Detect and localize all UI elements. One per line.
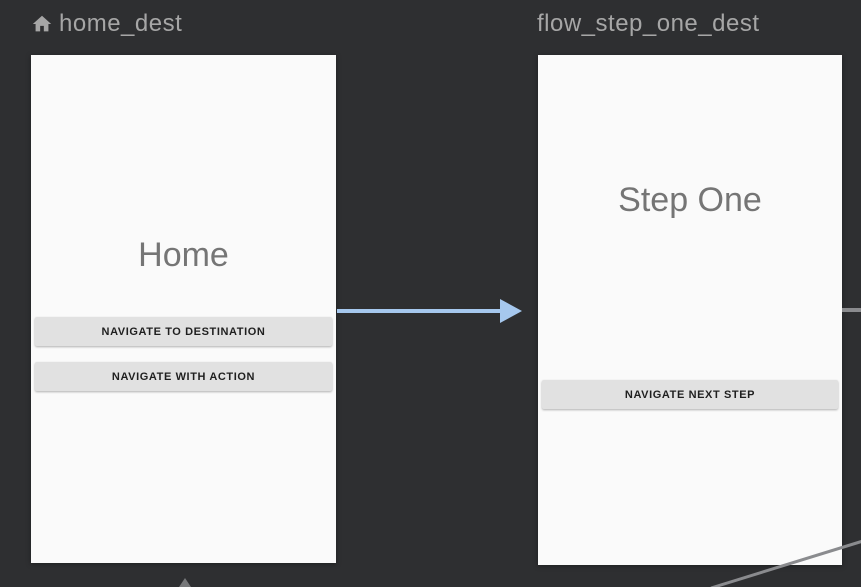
destination-card-flow-step-one[interactable]: Step One NAVIGATE NEXT STEP [538, 55, 842, 565]
home-icon-svg [32, 15, 52, 32]
incoming-edge-arrowhead-bottom[interactable] [179, 578, 191, 587]
navigate-to-destination-button: NAVIGATE TO DESTINATION [35, 317, 332, 346]
destination-header-flow-step-one[interactable]: flow_step_one_dest [537, 10, 760, 38]
screen-title-step-one: Step One [618, 181, 762, 219]
navigate-with-action-button: NAVIGATE WITH ACTION [35, 362, 332, 391]
destination-header-home[interactable]: home_dest [31, 10, 182, 38]
home-icon [31, 13, 53, 35]
destination-card-home[interactable]: Home NAVIGATE TO DESTINATION NAVIGATE WI… [31, 55, 336, 563]
destination-label-flow-step-one: flow_step_one_dest [537, 10, 760, 37]
navigate-next-step-button: NAVIGATE NEXT STEP [542, 380, 838, 409]
destination-label-home: home_dest [59, 10, 183, 37]
screen-title-home: Home [138, 236, 229, 274]
action-arrowhead-home-to-step-one[interactable] [500, 299, 522, 323]
